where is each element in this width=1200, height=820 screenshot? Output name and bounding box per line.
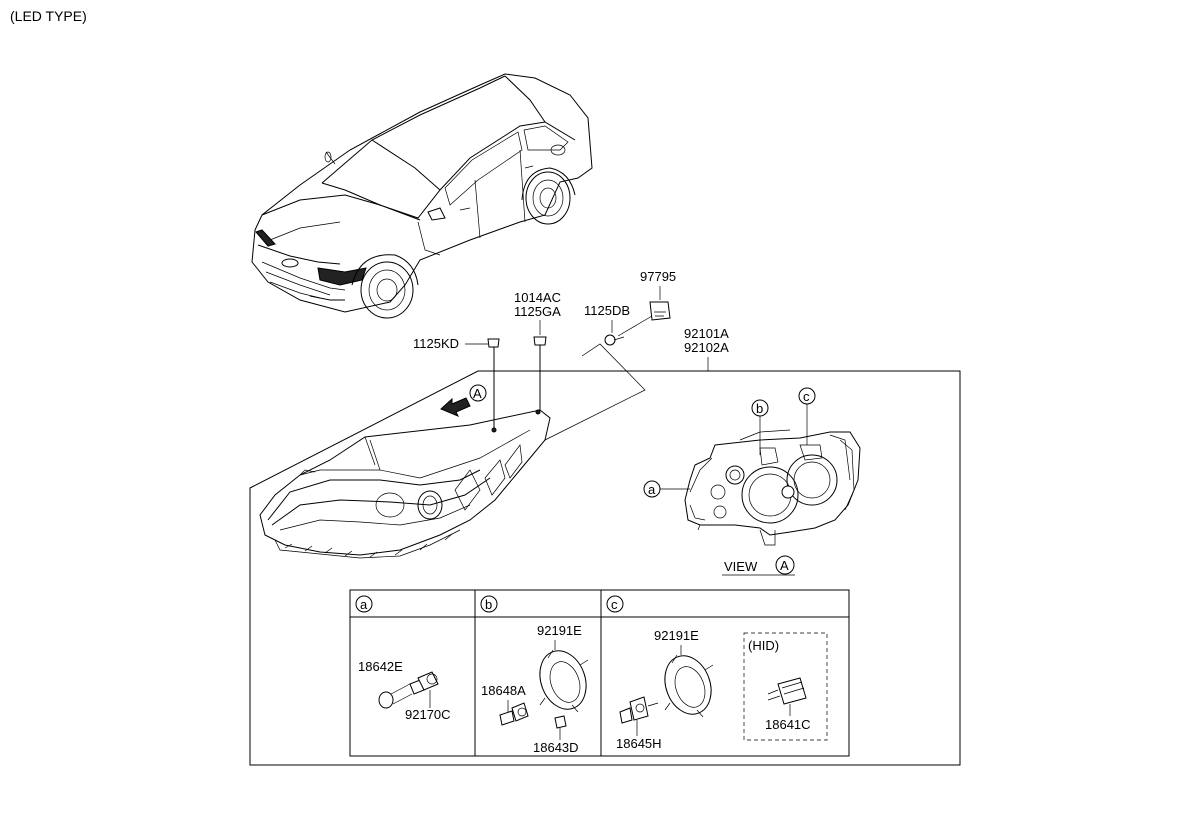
headlamp-assembly	[259, 409, 551, 559]
view-arrow-a: A	[440, 384, 487, 417]
part-97795-group: 97795	[617, 269, 676, 337]
part-label-18645H: 18645H	[616, 736, 662, 751]
table-header-a: a	[360, 597, 368, 612]
part-label-18648A: 18648A	[481, 683, 526, 698]
cell-b-bulbs: 92191E 18648A 18643D	[481, 623, 589, 755]
part-label-1125KD: 1125KD	[413, 336, 459, 351]
page-title: (LED TYPE)	[10, 8, 87, 24]
part-label-18643D: 18643D	[533, 740, 579, 755]
part-1014AC-group: 1014AC 1125GA	[514, 290, 561, 410]
part-label-92101A: 92101A	[684, 326, 729, 341]
bulb-table: a b c	[349, 589, 850, 757]
cell-a-bulbs: 18642E 92170C	[358, 659, 451, 722]
part-label-92170C: 92170C	[405, 707, 451, 722]
view-label: VIEW	[724, 559, 758, 574]
callout-c-label: c	[803, 389, 810, 404]
part-label-1125DB: 1125DB	[584, 303, 630, 318]
part-label-97795: 97795	[640, 269, 676, 284]
callout-b-label: b	[756, 401, 763, 416]
part-label-1125GA: 1125GA	[514, 304, 561, 319]
part-label-92191E-c: 92191E	[654, 628, 699, 643]
part-label-18641C: 18641C	[765, 717, 811, 732]
rear-view-a: b c a VIEW A	[643, 387, 861, 576]
arrow-circle-label: A	[473, 386, 482, 401]
car-illustration	[251, 73, 593, 319]
hid-label: (HID)	[748, 638, 779, 653]
table-header-b: b	[485, 597, 492, 612]
table-header-c: c	[611, 597, 618, 612]
cell-c-bulbs: 92191E 18645H (HID) 18641C	[616, 628, 828, 751]
callout-a-label: a	[648, 482, 656, 497]
part-label-18642E: 18642E	[358, 659, 403, 674]
part-label-92191E-b: 92191E	[537, 623, 582, 638]
part-92101A-group: 92101A 92102A	[684, 326, 729, 371]
assembly-frame	[249, 343, 961, 766]
part-label-1014AC: 1014AC	[514, 290, 561, 305]
part-1125DB-group: 1125DB	[584, 303, 630, 346]
part-1125KD-group: 1125KD	[413, 336, 500, 428]
part-label-92102A: 92102A	[684, 340, 729, 355]
view-circle-label: A	[780, 558, 789, 573]
